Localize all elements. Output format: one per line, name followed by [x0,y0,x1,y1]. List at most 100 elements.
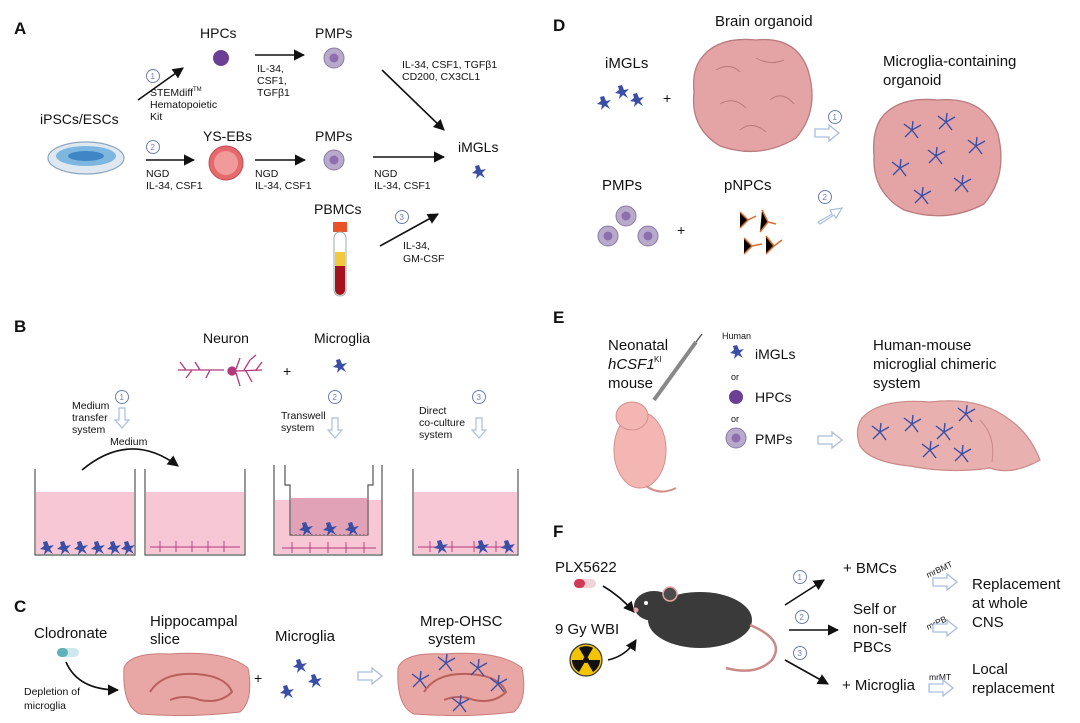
a-route2-cytokines: IL-34, CSF1 [146,180,203,192]
c-depletion-line1: Depletion of [24,686,80,698]
b-step-3-circle [472,390,486,404]
d-result-line2: organoid [883,72,941,89]
b-transfer-line2: transfer [72,412,108,424]
b-direct-line3: system [419,429,453,441]
e-result-line2: microglial chimeric [873,356,997,373]
a-ysebs-label: YS-EBs [203,128,252,144]
e-human-label: Human [722,331,751,341]
f-replacement-line3: CNS [972,614,1004,631]
a-route1-line2: CSF1, [257,75,287,87]
co-culture-well [412,469,519,556]
neonatal-mouse-icon [613,401,677,493]
f-self-line3: PBCs [853,639,891,656]
hippocampal-slice-icon [123,652,251,717]
f-plx-label: PLX5622 [555,559,617,576]
transwell-well [273,465,383,556]
f-wbi-label: 9 Gy WBI [555,621,619,638]
radiation-icon [569,643,603,677]
microglia-icon [333,359,347,373]
b-transwell-line1: Transwell [281,410,326,422]
a-route2c-ngd: NGD [374,168,398,180]
down-arrow-icon [471,417,487,439]
c-clodronate-label: Clodronate [34,625,107,642]
a-step-3-circle [395,210,409,224]
d-plus-1: + [663,90,671,106]
imgls-cluster-icon [597,85,644,110]
b-direct-line1: Direct [419,405,447,417]
f-step-1-number: 1 [798,573,803,582]
b-microglia-label: Microglia [314,330,370,346]
b-medium-transfer-arrow [81,448,179,471]
c-slice-line2: slice [150,631,180,648]
a-step-1-number: 1 [151,72,156,81]
d-imgls-label: iMGLs [605,55,648,72]
f-step-1-circle [793,570,807,584]
a-route3-line2: GM-CSF [403,253,444,265]
down-arrow-icon [327,417,343,439]
a-step-3-number: 3 [400,213,405,222]
e-gene-label: hCSF1 [608,356,655,373]
a-pmps-top-label: PMPs [315,25,352,41]
f-step-3-number: 3 [798,649,803,658]
a-kit-line-3: Kit [150,111,162,123]
a-hpcs-label: HPCs [200,25,237,41]
a-kit-line-1: STEMdiff [150,87,193,99]
a-route3-line1: IL-34, [403,240,430,252]
c-depletion-arrow [65,661,120,696]
c-microglia-label: Microglia [275,628,336,645]
a-step-2-circle [146,140,160,154]
pmp-cell-icon [323,47,345,69]
b-medium-label: Medium [110,436,148,448]
yolk-sac-embryoid-body-icon [208,145,244,181]
d-arrow-2 [817,207,844,225]
d-pmps-label: PMPs [602,177,642,194]
d-step-2-number: 2 [823,193,828,202]
f-replacement-line2: at whole [972,595,1028,612]
a-route1-line1: IL-34, [257,63,284,75]
d-result-line1: Microglia-containing [883,53,1016,70]
f-microglia-label: + Microglia [842,677,916,694]
c-plus: + [254,670,262,686]
pmps-cluster-icon [597,205,659,247]
f-mrmt-label: mrMT [929,672,951,682]
b-direct-line2: co-culture [419,417,465,429]
culture-well-1 [34,469,136,556]
panel-label-e: E [553,308,564,327]
e-result-line1: Human-mouse [873,337,971,354]
b-step-1-circle [115,390,129,404]
imgl-microglia-icon [730,345,744,359]
e-hpcs-label: HPCs [755,389,792,405]
b-step-2-number: 2 [333,393,338,402]
repopulated-slice-icon [397,652,525,717]
c-result-line1: Mrep-OHSC [420,613,503,630]
d-step-2-circle [818,190,832,204]
brain-organoid-icon [692,38,813,153]
d-brain-organoid-label: Brain organoid [715,13,813,30]
pmp-cell-icon [323,149,345,171]
f-step-2-number: 2 [800,613,805,622]
b-step-1-number: 1 [120,393,125,402]
d-step-1-number: 1 [833,113,838,122]
chimeric-mouse-brain-icon [856,400,1041,472]
a-arrow-pbmcs-to-imgls [379,213,439,247]
b-step-2-circle [328,390,342,404]
e-neonatal-label: Neonatal [608,337,668,354]
hpc-cell-icon [213,50,229,66]
b-transfer-line3: system [72,424,106,436]
a-source-label: iPSCs/ESCs [40,111,119,127]
microglia-containing-organoid-icon [872,98,1002,217]
f-replacement-line1: Replacement [972,576,1061,593]
e-ki-superscript: KI [654,355,662,364]
e-pmps-label: PMPs [755,431,792,447]
microglia-cluster-icon [280,659,322,699]
neuron-icon [178,354,263,387]
d-pnpcs-label: pNPCs [724,177,772,194]
clodronate-pill-icon [57,648,79,657]
a-route1-line3: TGFβ1 [257,87,290,99]
a-route2b-ngd: NGD [255,168,279,180]
d-step-1-circle [828,110,842,124]
a-arrow-pmps-to-imgls [381,69,445,131]
e-or-2: or [731,414,739,424]
e-result-arrow [817,431,843,449]
a-step-1-circle [146,69,160,83]
